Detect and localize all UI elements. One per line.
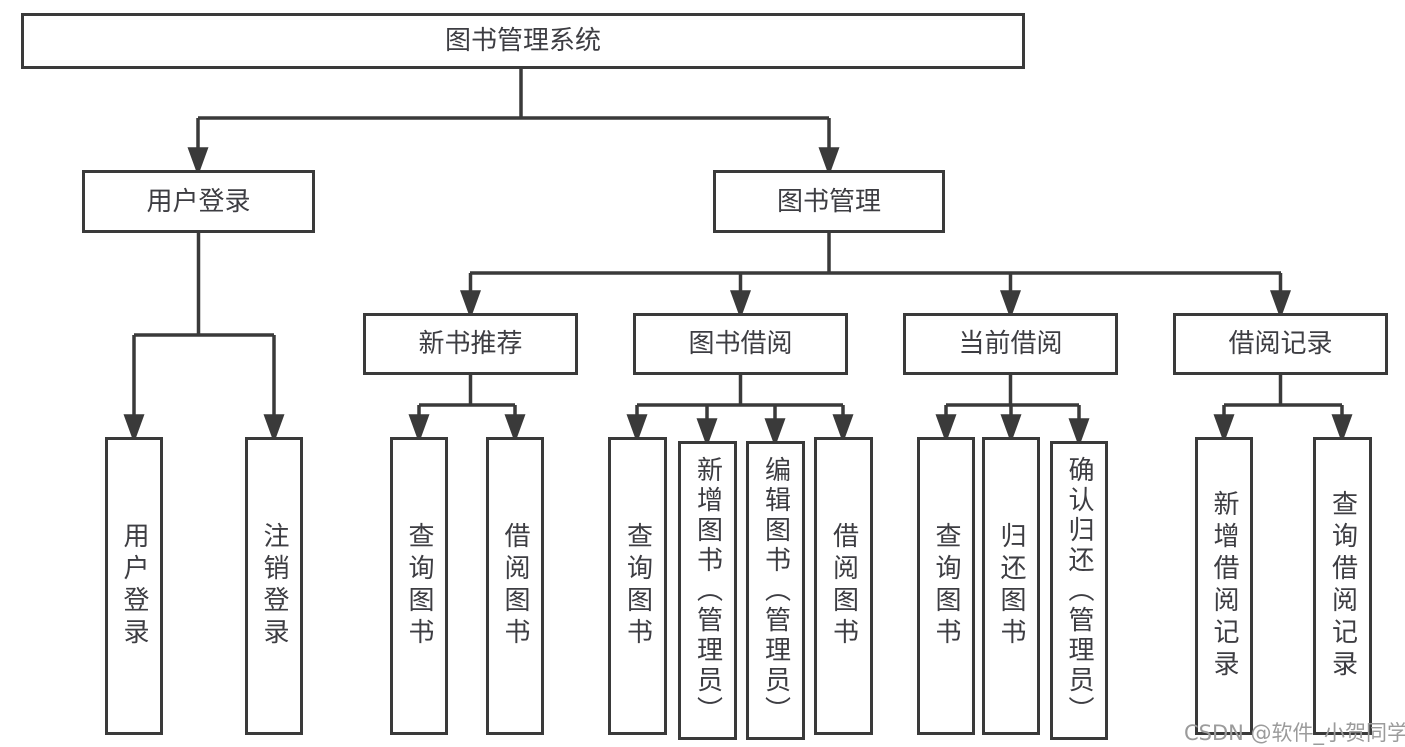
node-label: 新增图书（管理员） [692, 455, 723, 726]
node-current-query-books: 查询图书 [917, 437, 975, 735]
node-label: 借阅图书 [500, 522, 530, 650]
node-label: 图书管理 [776, 186, 881, 217]
arrowhead [1331, 414, 1353, 444]
arrowhead [263, 414, 285, 444]
node-label: 用户登录 [146, 186, 251, 217]
node-label: 借阅图书 [828, 522, 859, 650]
node-borrowing-records: 借阅记录 [1173, 313, 1388, 375]
node-book-management: 图书管理 [713, 170, 945, 233]
node-user-login: 用户登录 [82, 170, 315, 233]
node-logout: 注销登录 [245, 437, 303, 735]
arrowhead [764, 418, 786, 448]
arrowhead [504, 414, 526, 444]
arrowhead [626, 414, 648, 444]
arrowhead [1270, 290, 1291, 320]
node-borrowing-add-books-admin: 新增图书（管理员） [678, 441, 737, 740]
connector-current-to-children [935, 375, 1090, 448]
node-label: 归还图书 [996, 522, 1026, 650]
node-label: 查询借阅记录 [1327, 490, 1358, 682]
node-label: 查询图书 [622, 522, 653, 650]
node-label: 图书管理系统 [444, 26, 601, 56]
node-borrowing-borrow-books: 借阅图书 [814, 437, 873, 735]
arrowhead [730, 290, 751, 320]
node-book-borrowing: 图书借阅 [633, 313, 848, 375]
connector-records-to-children [1213, 375, 1353, 444]
connector-recommendation-to-children [408, 375, 526, 444]
node-new-book-recommendation: 新书推荐 [363, 313, 578, 375]
connector-borrowing-to-children [626, 375, 854, 448]
node-recommend-query-books: 查询图书 [390, 437, 448, 735]
arrowhead [696, 418, 718, 448]
connector-book-management-to-level3 [460, 233, 1291, 320]
node-label: 借阅记录 [1228, 329, 1333, 359]
node-library-system: 图书管理系统 [21, 13, 1025, 69]
arrowhead [460, 290, 481, 320]
node-current-return-books: 归还图书 [982, 437, 1040, 735]
node-label: 编辑图书（管理员） [760, 455, 791, 726]
node-label: 确认归还（管理员） [1064, 455, 1094, 726]
arrowhead [832, 414, 854, 444]
node-label: 用户登录 [119, 522, 149, 650]
node-records-query-record: 查询借阅记录 [1313, 437, 1372, 735]
connector-user-login-to-children [123, 233, 285, 444]
arrowhead [1000, 414, 1022, 444]
node-label: 图书借阅 [688, 329, 793, 359]
arrowhead [123, 414, 145, 444]
arrowhead [1000, 290, 1021, 320]
node-label: 查询图书 [404, 522, 434, 650]
node-label: 查询图书 [931, 522, 961, 650]
arrowhead [408, 414, 430, 444]
node-current-confirm-return-admin: 确认归还（管理员） [1050, 441, 1108, 740]
node-borrowing-query-books: 查询图书 [608, 437, 667, 735]
node-recommend-borrow-books: 借阅图书 [486, 437, 544, 735]
node-borrowing-edit-books-admin: 编辑图书（管理员） [746, 441, 805, 740]
node-label: 当前借阅 [958, 329, 1063, 359]
node-label: 注销登录 [259, 522, 289, 650]
connector-root-to-level2 [187, 68, 840, 177]
arrowhead [818, 147, 840, 177]
node-label: 新书推荐 [418, 329, 523, 359]
csdn-watermark: CSDN @软件_小贺同学 [1184, 721, 1405, 745]
node-current-borrowing: 当前借阅 [903, 313, 1118, 375]
node-login: 用户登录 [105, 437, 163, 735]
node-records-add-record: 新增借阅记录 [1195, 437, 1253, 735]
node-label: 新增借阅记录 [1209, 490, 1239, 682]
arrowhead [1068, 418, 1090, 448]
arrowhead [1213, 414, 1235, 444]
arrowhead [187, 147, 209, 177]
arrowhead [935, 414, 957, 444]
